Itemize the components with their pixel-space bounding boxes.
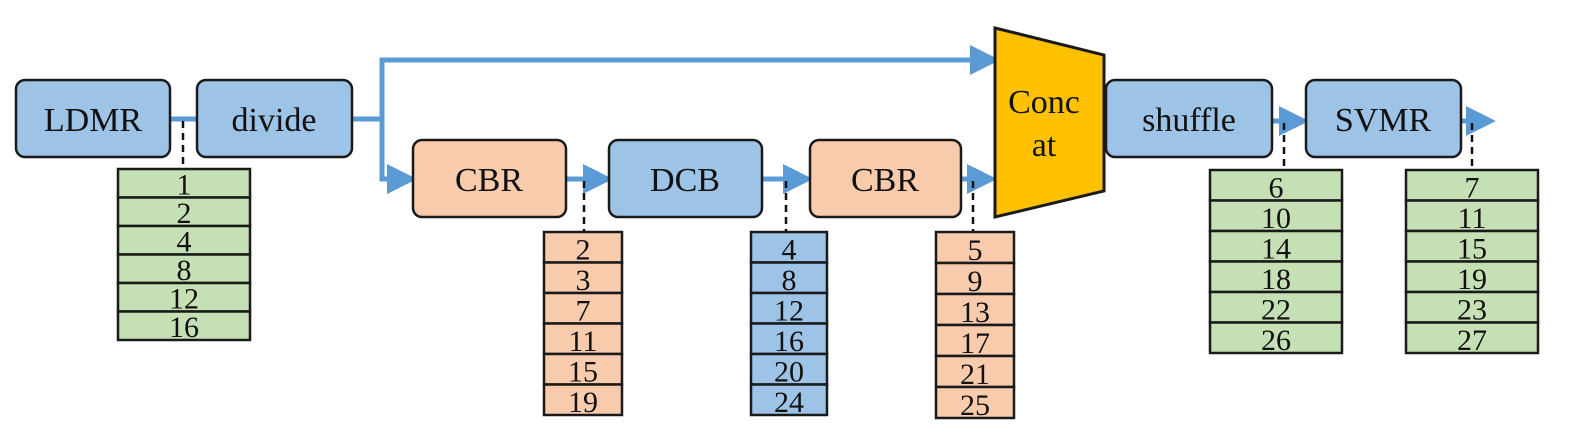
dashed-leaders <box>181 121 1474 232</box>
table-cell-value: 8 <box>782 264 797 297</box>
table-cell-value: 11 <box>1458 202 1487 235</box>
table-cell-value: 12 <box>774 295 804 328</box>
table-cell-value: 20 <box>774 356 804 389</box>
arrow-divide-to-cbr1 <box>379 119 417 194</box>
arrow-divide-to-concat-top <box>352 45 1000 122</box>
table-cell-value: 1 <box>177 169 192 202</box>
table-cell <box>1404 199 1540 233</box>
table-cell <box>1208 290 1344 324</box>
concat-label-line2: at <box>1032 127 1057 164</box>
table-cell <box>116 281 252 313</box>
table-cell <box>1208 260 1344 294</box>
table-cell-value: 10 <box>1261 202 1291 235</box>
table-cell-value: 5 <box>968 234 983 267</box>
table-cell <box>934 323 1016 358</box>
shuffle-block: shuffle <box>1104 78 1274 159</box>
concat-label-line1: Conc <box>1008 84 1080 121</box>
concat-block: Conc at <box>993 26 1106 219</box>
ldmr-block: LDMR <box>14 78 172 159</box>
table-cell-value: 8 <box>177 254 192 287</box>
table-cell-value: 3 <box>576 264 591 297</box>
index-tables: 1248121623711151948121620245913172125610… <box>116 167 1540 422</box>
table-cell-value: 25 <box>960 389 990 422</box>
table-cell <box>749 383 829 417</box>
table-cell-value: 12 <box>169 283 199 316</box>
table-cell-value: 22 <box>1261 294 1291 327</box>
table-cell-value: 9 <box>968 265 983 298</box>
table-cell <box>542 261 624 295</box>
divide-block: divide <box>195 78 354 159</box>
cbr-block-2: CBR <box>808 138 963 219</box>
table-cell-value: 13 <box>960 296 990 329</box>
table-cell <box>1404 260 1540 294</box>
table-cell-value: 24 <box>774 386 804 419</box>
table-cell <box>1404 229 1540 263</box>
cbr-block-1: CBR <box>411 138 568 219</box>
table-cell <box>749 230 829 264</box>
cbr-label-1: CBR <box>455 162 523 199</box>
table-cell <box>542 322 624 356</box>
svmr-block: SVMR <box>1304 78 1463 159</box>
table-cell-value: 23 <box>1457 294 1487 327</box>
table-cell-value: 11 <box>569 325 598 358</box>
table-cell <box>1404 321 1540 355</box>
table-cell-value: 4 <box>177 226 192 259</box>
table-cell-value: 15 <box>568 356 598 389</box>
table-cell-value: 18 <box>1261 263 1291 296</box>
ldmr-label: LDMR <box>44 102 143 139</box>
table-cell <box>1208 321 1344 355</box>
table-cell-value: 2 <box>177 197 192 230</box>
table-cell <box>749 352 829 386</box>
table-cell <box>749 322 829 356</box>
table-cell-value: 16 <box>169 311 199 344</box>
dcb-label: DCB <box>650 162 720 199</box>
table-cell <box>542 383 624 417</box>
table-cell <box>749 261 829 295</box>
table-cell-value: 16 <box>774 325 804 358</box>
table-cell-value: 26 <box>1261 324 1291 357</box>
divide-label: divide <box>232 102 317 139</box>
table-cell-value: 15 <box>1457 233 1487 266</box>
table-cell <box>1404 290 1540 324</box>
table-cell <box>934 292 1016 327</box>
table-cell <box>934 385 1016 420</box>
table-cell <box>542 230 624 264</box>
connectors <box>170 45 1496 194</box>
table-cell-value: 17 <box>960 327 990 360</box>
table-cell-value: 14 <box>1261 233 1291 266</box>
table-cell-value: 7 <box>576 295 591 328</box>
table-cell-value: 19 <box>1457 263 1487 296</box>
svmr-label: SVMR <box>1335 102 1432 139</box>
table-cell <box>1404 168 1540 202</box>
table-cell-value: 4 <box>782 234 797 267</box>
shuffle-label: shuffle <box>1142 102 1236 139</box>
table-cell-value: 19 <box>568 386 598 419</box>
table-cell-value: 7 <box>1465 172 1480 205</box>
table-cell-value: 27 <box>1457 324 1487 357</box>
table-cell <box>116 196 252 228</box>
table-cell-value: 21 <box>960 358 990 391</box>
dcb-block: DCB <box>607 138 764 219</box>
table-cell <box>934 261 1016 296</box>
table-cell-value: 2 <box>576 234 591 267</box>
table-cell <box>116 310 252 342</box>
table-cell <box>116 167 252 199</box>
cbr-label-2: CBR <box>851 162 919 199</box>
table-cell-value: 6 <box>1269 172 1284 205</box>
